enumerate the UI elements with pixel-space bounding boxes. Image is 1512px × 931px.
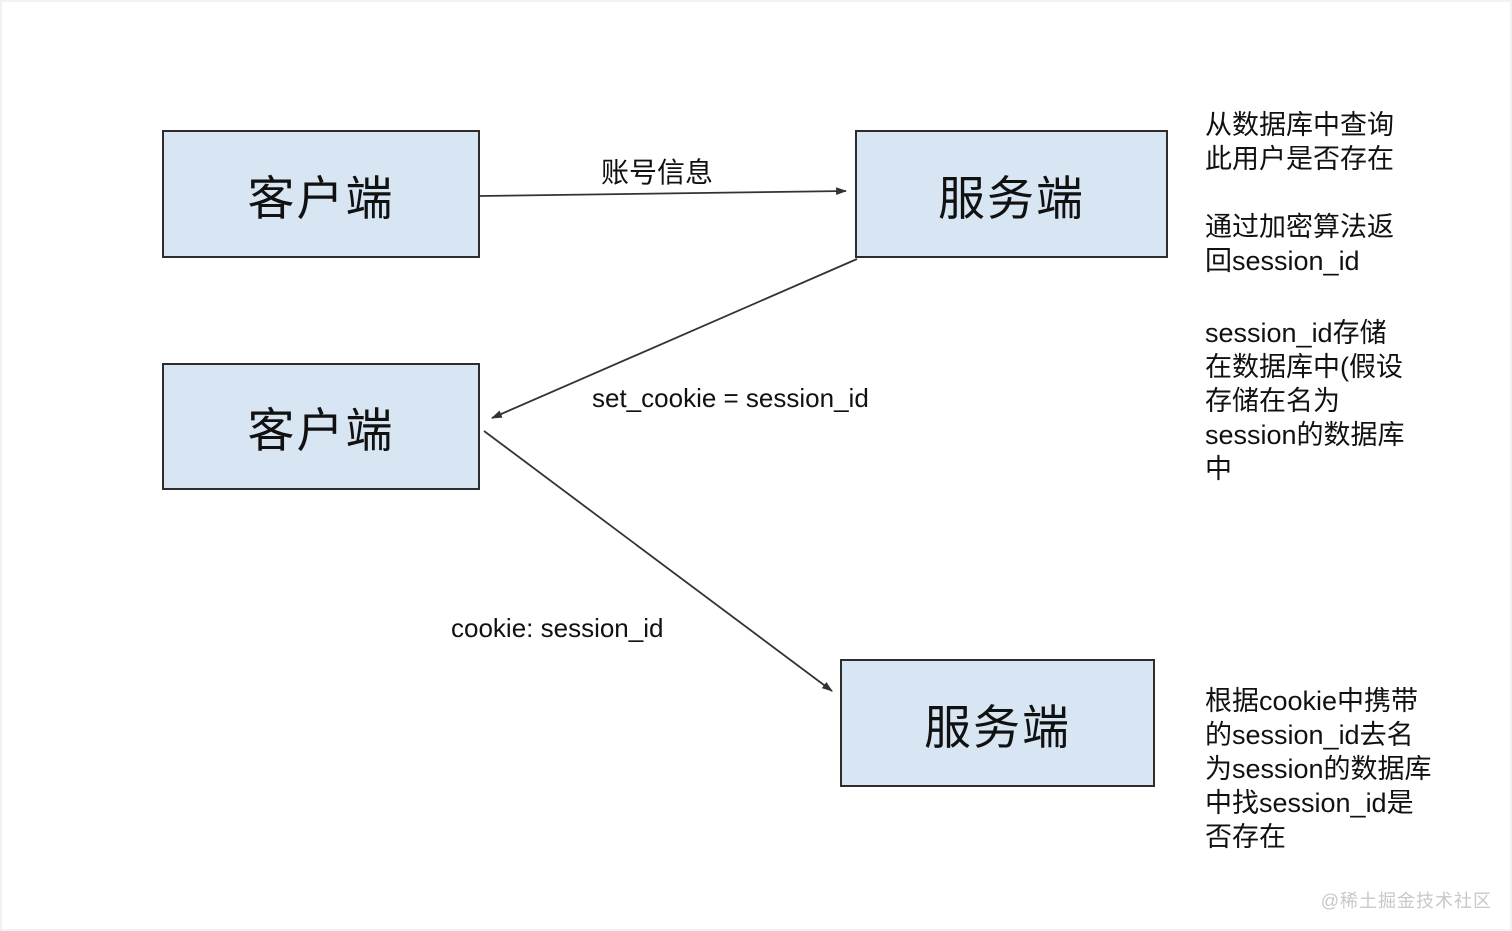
node-server-top: 服务端 — [855, 130, 1168, 258]
edge-set-cookie-arrow — [490, 258, 858, 419]
annotation-query-user: 从数据库中查询 此用户是否存在 通过加密算法返 回session_id — [1205, 110, 1394, 276]
annotation-cookie-lookup: 根据cookie中携带 的session_id去名 为session的数据库 中… — [1205, 686, 1432, 852]
edge-cookie-arrow — [483, 430, 833, 692]
node-client-middle-label: 客户端 — [247, 404, 395, 457]
node-server-bottom-label: 服务端 — [924, 700, 1071, 754]
edge-account-info-arrow — [479, 187, 848, 197]
node-client-top: 客户端 — [162, 130, 480, 258]
annotation-session-store: session_id存储 在数据库中(假设 存储在名为 session的数据库 … — [1205, 318, 1405, 484]
edge-label-account-info: 账号信息 — [601, 157, 714, 188]
node-server-top-label: 服务端 — [938, 171, 1085, 225]
watermark: @稀土掘金技术社区 — [1320, 891, 1492, 911]
node-client-middle: 客户端 — [162, 363, 480, 490]
node-server-bottom: 服务端 — [840, 659, 1155, 787]
node-client-top-label: 客户端 — [247, 171, 395, 225]
edge-label-set-cookie: set_cookie = session_id — [592, 383, 869, 413]
edge-label-cookie: cookie: session_id — [451, 613, 664, 643]
